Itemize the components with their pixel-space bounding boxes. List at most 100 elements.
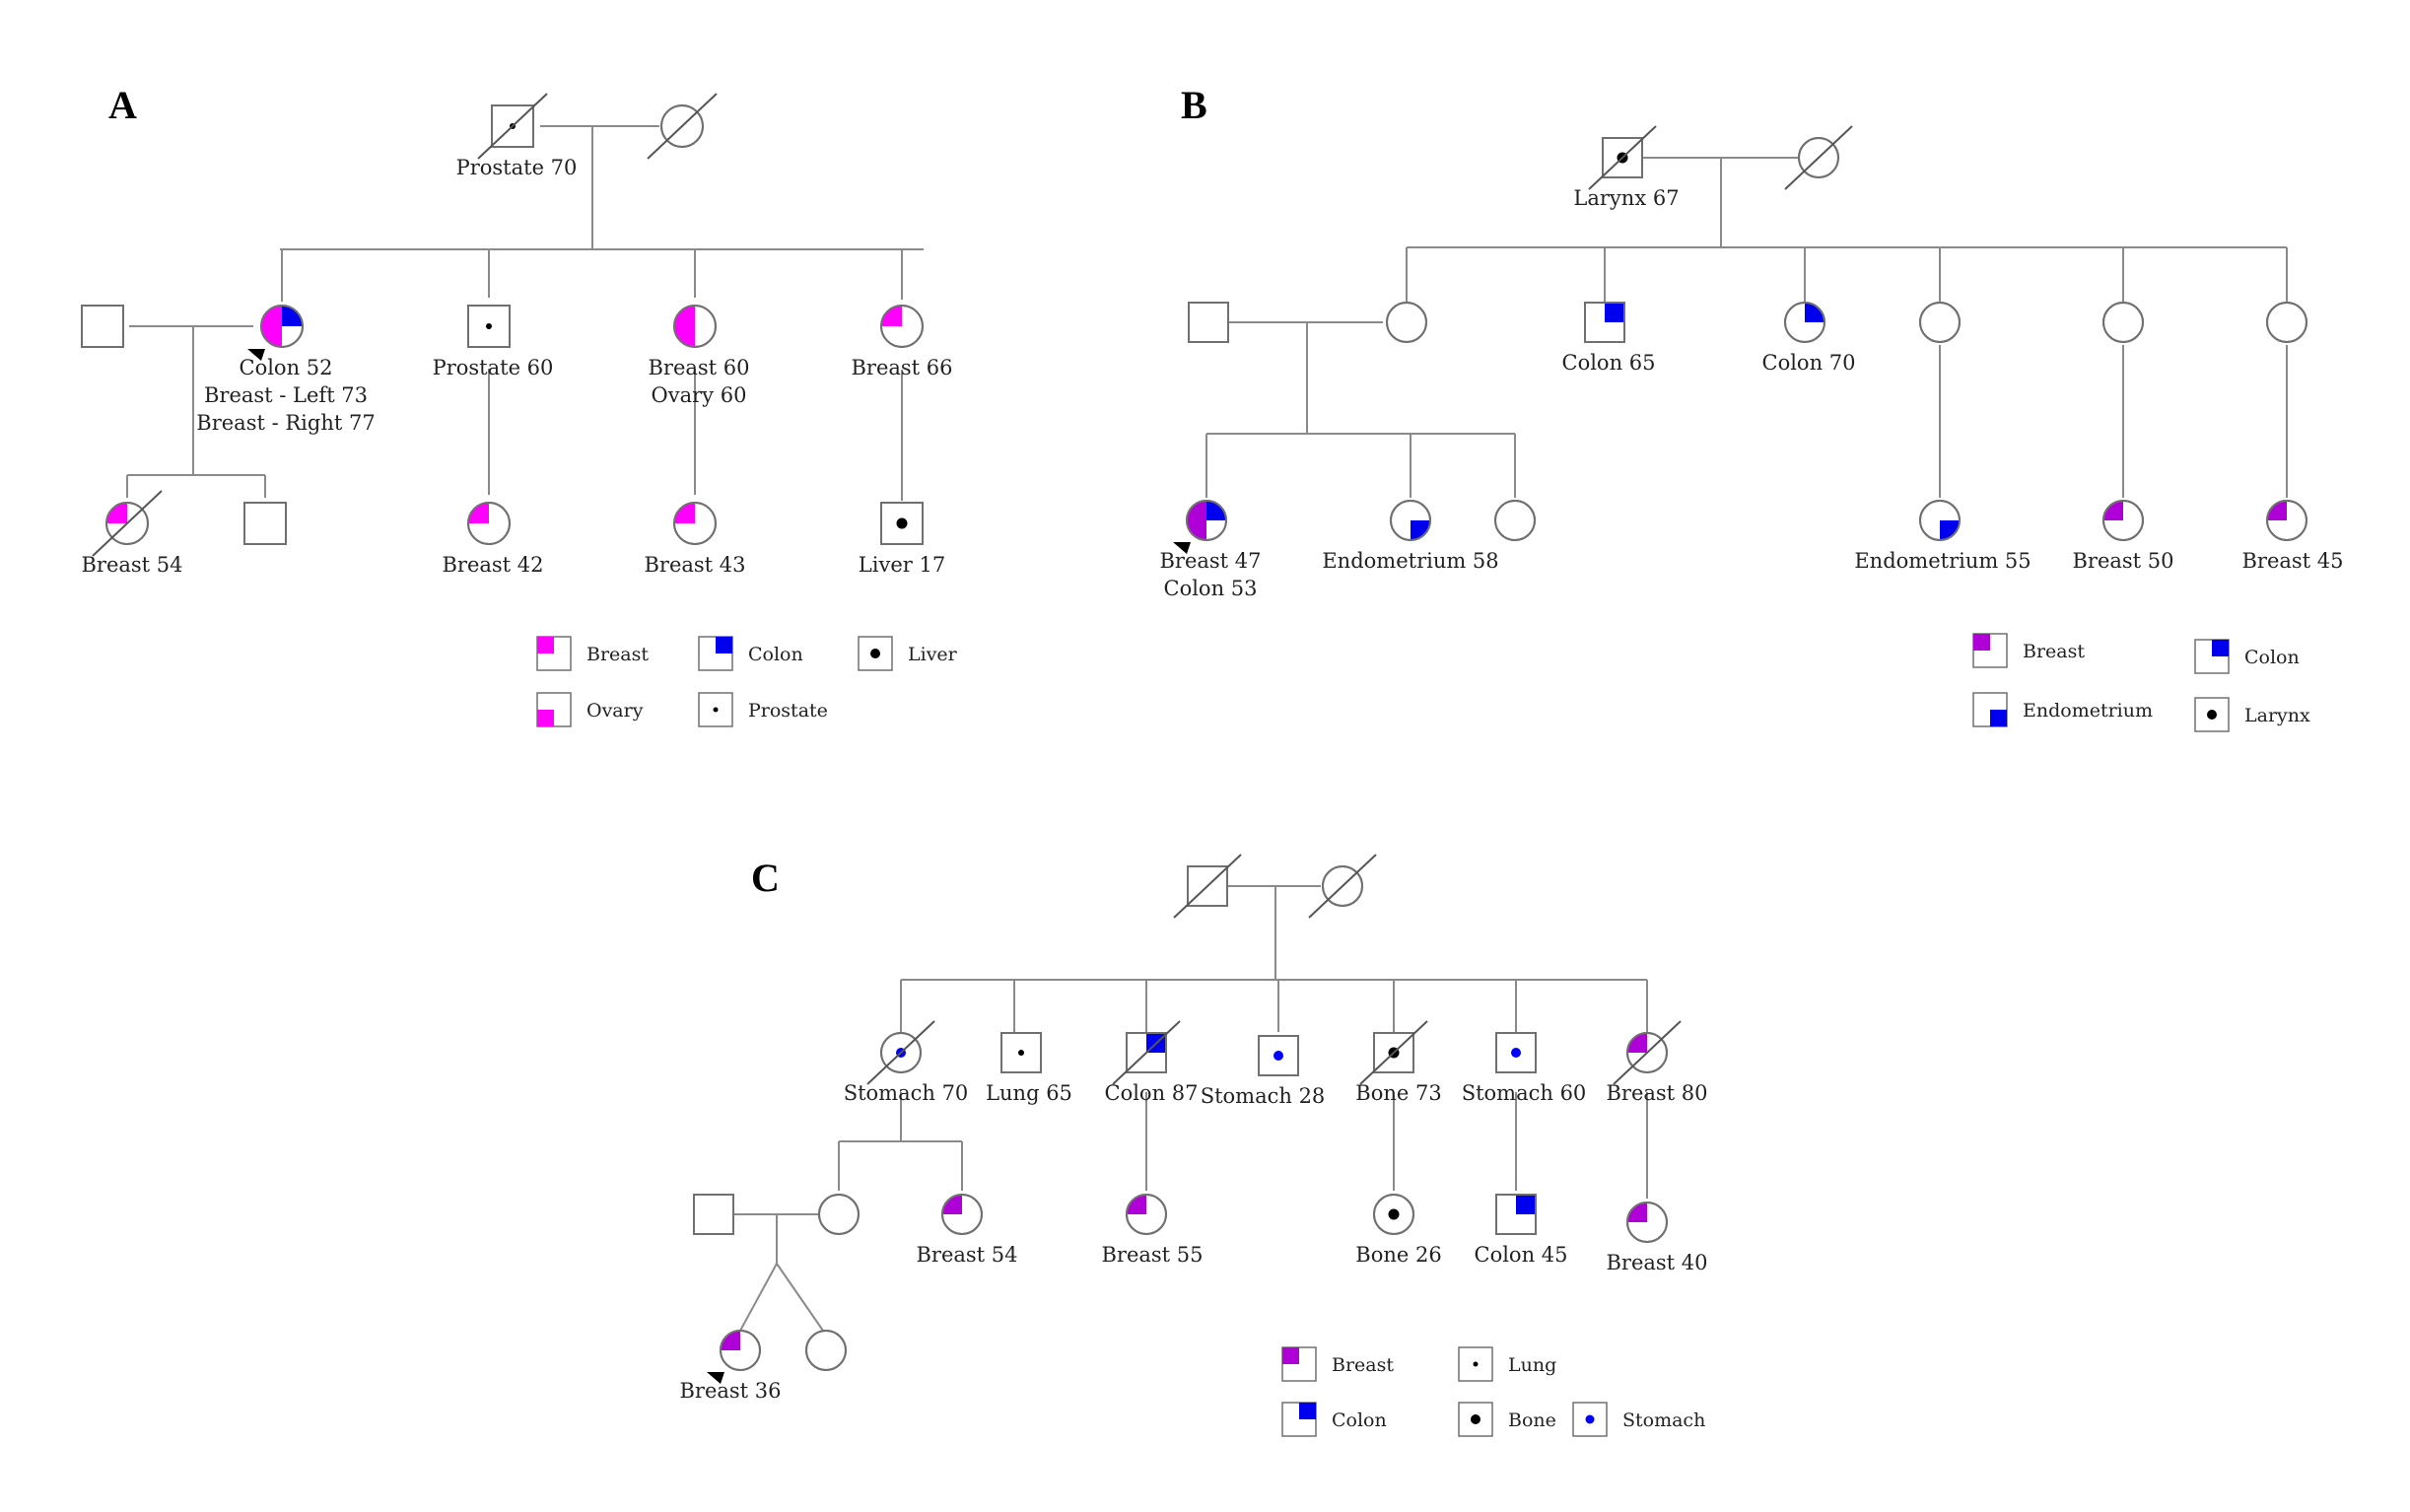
marker-dot bbox=[1388, 1208, 1400, 1220]
panel-a-grandmother bbox=[647, 93, 718, 160]
panel-b-grandmother bbox=[1784, 125, 1853, 190]
panel-b-sibling-colon-70: Colon 70 bbox=[1762, 302, 1856, 375]
panel-b-niece-breast-50: Breast 50 bbox=[2072, 500, 2174, 573]
legend-fill bbox=[1973, 634, 1990, 651]
quadrant-fill bbox=[1516, 1195, 1536, 1214]
panel-b-sibling-4 bbox=[1919, 302, 1961, 343]
half-fill bbox=[674, 306, 695, 347]
square-outline bbox=[1373, 1032, 1414, 1073]
quadrant-fill bbox=[1411, 520, 1430, 540]
panel-c-grandmother bbox=[1308, 854, 1377, 919]
circle-outline bbox=[1626, 1032, 1668, 1073]
legend-label: Lung bbox=[1508, 1354, 1556, 1376]
male-square bbox=[1188, 302, 1229, 343]
panel-a-legend-ovary: Ovary bbox=[536, 692, 644, 727]
panel-c-sibling-colon-87: Colon 87 bbox=[1105, 1020, 1199, 1105]
marker-dot bbox=[486, 323, 492, 329]
deceased-slash bbox=[647, 93, 718, 160]
deceased-slash bbox=[1112, 1020, 1181, 1085]
panel-b-legend-larynx: Larynx bbox=[2194, 697, 2310, 732]
circle-outline bbox=[1919, 302, 1961, 343]
panel-b-legend-colon: Colon bbox=[2194, 639, 2300, 674]
circle-outline bbox=[1919, 500, 1961, 541]
phenotype-label: Colon 45 bbox=[1475, 1243, 1568, 1267]
circle-outline bbox=[1390, 500, 1431, 541]
circle-outline bbox=[818, 1194, 860, 1235]
circle-outline bbox=[1784, 302, 1825, 343]
deceased-slash bbox=[1588, 125, 1657, 190]
panel-a-grandfather: Prostate 70 bbox=[456, 93, 577, 179]
male-square bbox=[81, 305, 124, 348]
panel-b-legend-breast: Breast bbox=[1972, 633, 2085, 668]
panel-c-sibling-bone: Bone 73 bbox=[1355, 1020, 1442, 1105]
quadrant-fill bbox=[468, 503, 489, 523]
phenotype-label: Breast - Left 73 bbox=[204, 383, 368, 407]
panel-a-child-liver: Liver 17 bbox=[859, 502, 945, 577]
phenotype-label: Endometrium 58 bbox=[1322, 549, 1498, 573]
legend-swatch bbox=[698, 692, 733, 727]
legend-dot bbox=[2207, 710, 2217, 720]
phenotype-label: Colon 87 bbox=[1105, 1081, 1199, 1105]
phenotype-label: Breast - Right 77 bbox=[196, 411, 375, 435]
quadrant-fill bbox=[674, 503, 695, 523]
quadrant-fill bbox=[1187, 520, 1206, 540]
deceased-slash bbox=[477, 93, 548, 160]
quadrant-fill bbox=[1627, 1203, 1647, 1222]
phenotype-label: Breast 43 bbox=[644, 553, 745, 577]
phenotype-label: Breast 80 bbox=[1606, 1081, 1707, 1105]
panel-b-niece-endometrium-55: Endometrium 55 bbox=[1854, 500, 2031, 573]
quadrant-fill bbox=[721, 1331, 740, 1350]
panel-c-legend-colon: Colon bbox=[1281, 1402, 1387, 1437]
legend-label: Liver bbox=[908, 644, 958, 665]
phenotype-label: Breast 50 bbox=[2072, 549, 2173, 573]
circle-outline bbox=[1798, 137, 1839, 178]
circle-outline bbox=[1373, 1194, 1414, 1235]
square-outline bbox=[1126, 1032, 1167, 1073]
square-outline bbox=[81, 305, 124, 348]
panel-a-child-breast-43: Breast 43 bbox=[644, 502, 746, 577]
male-square bbox=[693, 1194, 734, 1235]
quadrant-fill bbox=[1940, 520, 1960, 540]
panel-c-sibling-stomach-70: Stomach 70 bbox=[844, 1020, 968, 1105]
panel-c-proband: Breast 36 bbox=[679, 1330, 782, 1403]
phenotype-label: Prostate 60 bbox=[433, 356, 554, 379]
square-outline bbox=[467, 305, 511, 348]
deceased-slash bbox=[1359, 1020, 1428, 1085]
phenotype-label: Liver 17 bbox=[859, 553, 945, 577]
square-outline bbox=[243, 502, 287, 545]
quadrant-fill bbox=[1627, 1033, 1647, 1053]
circle-outline bbox=[880, 305, 924, 348]
legend-label: Larynx bbox=[2244, 705, 2310, 726]
phenotype-label: Breast 54 bbox=[81, 553, 182, 577]
legend-label: Colon bbox=[1332, 1409, 1387, 1431]
square-outline bbox=[1187, 865, 1228, 907]
phenotype-label: Colon 53 bbox=[1164, 577, 1258, 600]
legend-fill bbox=[537, 710, 554, 726]
quadrant-fill bbox=[2103, 501, 2123, 520]
circle-outline bbox=[1626, 1202, 1668, 1243]
phenotype-label: Breast 47 bbox=[1159, 549, 1261, 573]
quadrant-fill bbox=[1605, 303, 1624, 322]
connector-line bbox=[776, 1263, 824, 1332]
quadrant-fill bbox=[1187, 501, 1206, 520]
legend-swatch bbox=[858, 636, 893, 671]
phenotype-label: Breast 45 bbox=[2241, 549, 2343, 573]
legend-label: Breast bbox=[586, 644, 649, 665]
circle-outline bbox=[2102, 302, 2144, 343]
panel-c-cousin-breast-40: Breast 40 bbox=[1606, 1202, 1708, 1274]
panel-b-child-3 bbox=[1494, 500, 1536, 541]
circle-outline bbox=[720, 1330, 761, 1371]
phenotype-label: Breast 36 bbox=[679, 1379, 781, 1403]
deceased-slash bbox=[92, 490, 163, 557]
panel-a-legend-breast: Breast bbox=[536, 636, 649, 671]
quadrant-fill bbox=[1206, 501, 1226, 520]
panel-c-mother bbox=[818, 1194, 860, 1235]
deceased-slash bbox=[1308, 854, 1377, 919]
panel-c-grandfather bbox=[1173, 854, 1242, 919]
phenotype-label: Lung 65 bbox=[986, 1081, 1072, 1105]
panel-c-sibling-breast-80: Breast 80 bbox=[1606, 1020, 1708, 1105]
circle-outline bbox=[1386, 302, 1427, 343]
panel-a-child-breast-54: Breast 54 bbox=[81, 490, 183, 577]
